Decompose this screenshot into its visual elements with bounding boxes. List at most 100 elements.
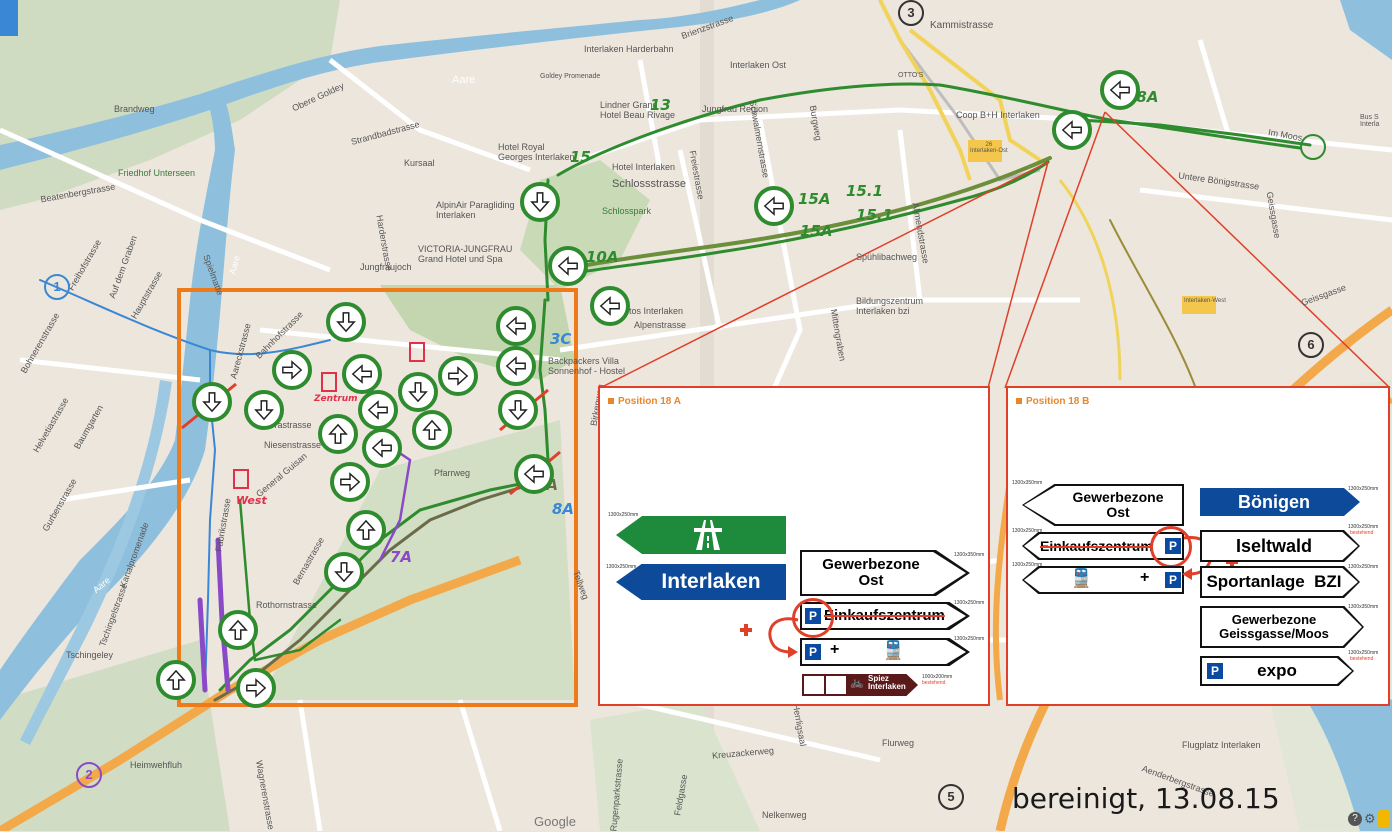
dim-label: 1300x250mm [1348,564,1379,570]
direction-arrow-right [272,350,312,390]
dim-label: 1300x350mm [1348,604,1379,610]
dim-label: 1300x250mm [608,512,639,518]
arrow-down-icon [334,562,354,583]
label-nelkenweg: Nelkenweg [762,810,807,820]
arrow-up-icon [328,423,348,444]
arrow-left-icon [367,400,388,420]
sign-interlaken: Interlaken [616,564,786,600]
sign-iseltwald: Iseltwald [1200,530,1360,562]
direction-arrow-left [496,346,536,386]
route-label-8a: 8A [552,500,575,518]
arrow-up-icon [356,519,376,540]
route-label-15-1b: 15.1 [856,206,894,224]
point-marker-2: 2 [76,762,102,788]
direction-arrow-left [590,286,630,326]
status-label: bestehend [1350,530,1374,536]
status-label: bestehend [922,680,946,686]
sign-boenigen: Bönigen [1200,488,1360,516]
parking-icon: P [804,643,822,661]
direction-arrow-left [342,354,382,394]
arrow-up-icon [166,669,186,690]
label-coop: Coop B+H Interlaken [956,110,1040,120]
label-schlosspark: Schlosspark [602,206,652,216]
label-alpinair: AlpinAir Paragliding Interlaken [436,200,515,220]
parking-icon: P [1164,571,1182,589]
map-corner-tab[interactable] [0,0,18,36]
label-interlaken-harderbahn: Interlaken Harderbahn [584,44,674,54]
direction-arrow-down [398,372,438,412]
arrow-up-icon [228,619,248,640]
direction-arrow-left [1100,70,1140,110]
point-marker-1: 1 [44,274,70,300]
train-icon: 🚆 [1070,568,1093,588]
arrow-left-icon [505,316,526,336]
arrow-left-icon [1109,80,1130,100]
label-schlossstrasse: Schlossstrasse [612,178,686,190]
route-label-zentrum: Zentrum [314,394,358,404]
label-aare: Aare [452,74,476,86]
status-label: bestehend [1350,656,1374,662]
direction-arrow-left [496,306,536,346]
arrow-down-icon [202,392,222,413]
route-label-7a: 7A [390,548,413,566]
direction-arrow-left [362,428,402,468]
sign-motorway [616,516,786,554]
route-label-west: West [236,494,267,507]
bicycle-icon: 🚲 [850,677,864,689]
direction-arrow-up [156,660,196,700]
map-help-icon[interactable]: ? [1348,812,1362,826]
direction-arrow-left [358,390,398,430]
label-friedhof: Friedhof Unterseen [118,168,196,178]
direction-arrow-left [514,454,554,494]
dim-label: 1000x200mm [922,674,953,680]
dim-label: 1300x250mm [1348,524,1379,530]
direction-arrow-up [218,610,258,650]
direction-arrow-up [346,510,386,550]
label-flurweg: Flurweg [882,738,915,748]
arrow-left-icon [505,356,526,376]
direction-arrow-up [412,410,452,450]
direction-arrow-left [754,186,794,226]
label-flugplatz: Flugplatz Interlaken [1182,740,1261,750]
add-plus-icon [740,624,752,636]
route-label-15: 15 [570,148,591,166]
direction-arrow-left [1052,110,1092,150]
point-marker-6: 6 [1298,332,1324,358]
label-hotel-royal: Hotel Royal Georges Interlaken [498,142,575,162]
panel-position-18a: Position 18 A 1300x250mm 1300x250mm Inte… [598,386,990,706]
map-settings-icon[interactable]: ⚙ [1364,811,1376,826]
direction-arrow-down [520,182,560,222]
pegman-icon[interactable] [1378,810,1390,828]
revision-note: bereinigt, 13.08.15 [1012,782,1280,815]
sign-spiez-interlaken: 🚲 Spiez Interlaken [802,674,918,696]
sign-expo: expo P [1200,656,1354,686]
direction-arrow-down [498,390,538,430]
arrow-left-icon [371,438,392,458]
label-niesenstrasse: Niesenstrasse [264,440,322,450]
route-label-10a: 10A [586,248,619,266]
label-rothornstrasse: Rothornstrasse [256,600,318,610]
label-otto: OTTO'S [898,72,924,79]
direction-arrow-left [548,246,588,286]
arrow-down-icon [530,192,550,213]
point-marker-3: 3 [898,0,924,26]
dim-label: 1300x350mm [954,552,985,558]
sign-sportanlage: Sportanlage BZI [1200,566,1360,598]
arrow-left-icon [1061,120,1082,140]
arrow-down-icon [508,400,528,421]
arrow-right-icon [448,366,469,386]
direction-arrow-up [318,414,358,454]
panel-position-18b: Position 18 B 1300x350mm Gewerbezone Ost… [1006,386,1390,706]
dim-label: 1300x250mm [954,600,985,606]
route-label-3c: 3C [550,330,572,348]
curved-arrow-icon [768,617,799,658]
direction-arrow-right [438,356,478,396]
sign-gewerbezone-ost: Gewerbezone Ost [1022,484,1184,526]
label-kammistrasse: Kammistrasse [930,20,994,31]
direction-arrow-down [192,382,232,422]
direction-arrow-right [236,668,276,708]
route-label-15a: 15A [798,190,831,208]
add-plus-icon [1226,556,1238,568]
label-artos: Artos Interlaken [620,306,684,316]
label-tschingeley: Tschingeley [66,650,114,660]
